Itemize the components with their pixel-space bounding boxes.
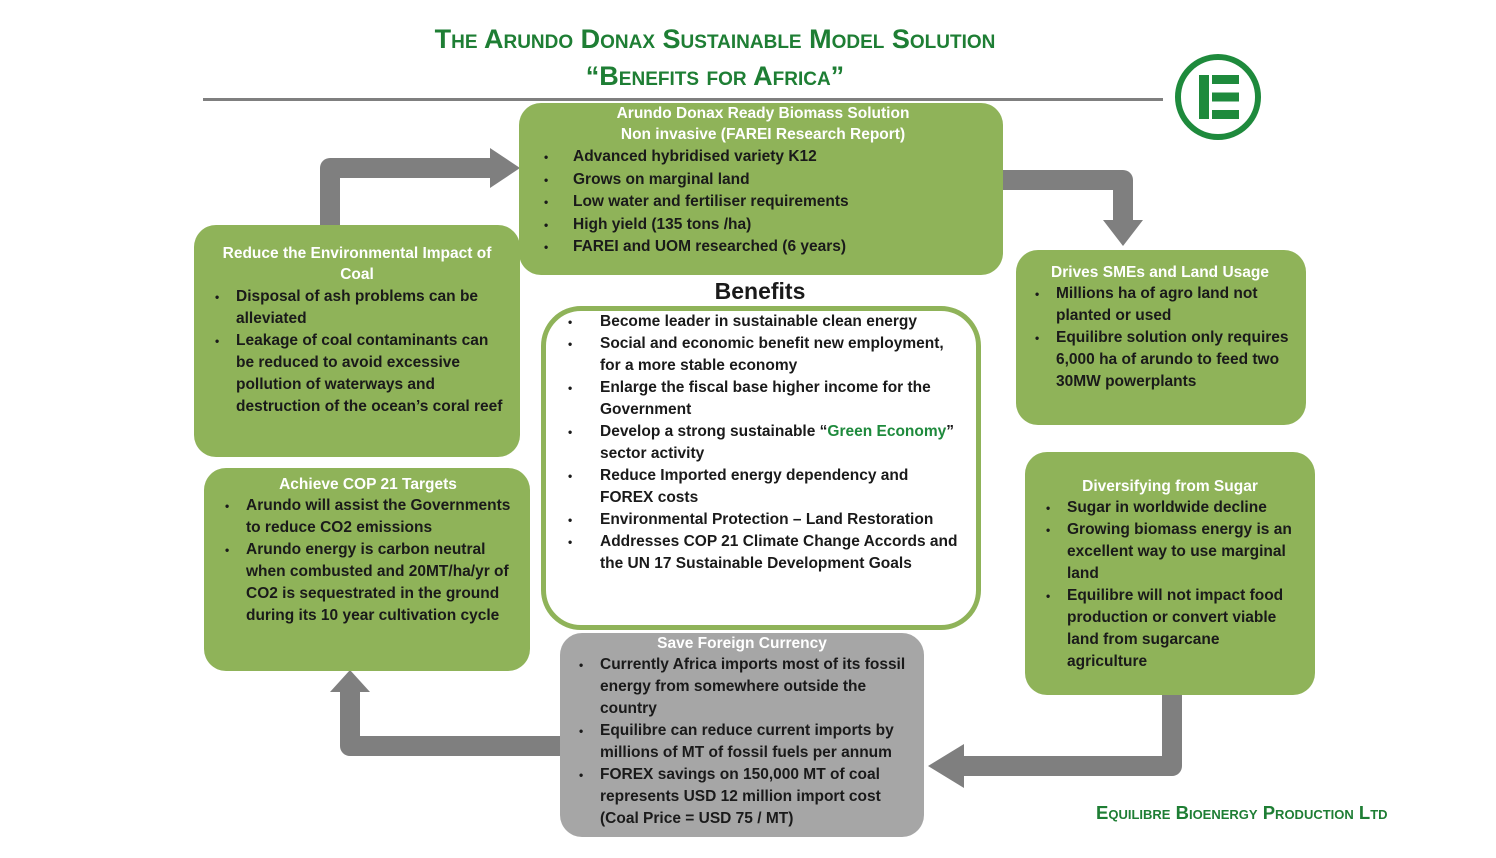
list-item: Disposal of ash problems can be alleviat… [208, 286, 506, 330]
benefits-title: Benefits [714, 278, 806, 304]
box-biomass-title-1: Arundo Donax Ready Biomass Solution [616, 105, 910, 122]
list-item: Advanced hybridised variety K12 [537, 146, 989, 168]
list-item: Equilibre can reduce current imports by … [572, 720, 912, 764]
list-item: Low water and fertiliser requirements [537, 191, 989, 213]
list-item: Arundo energy is carbon neutral when com… [218, 539, 518, 627]
list-item: Grows on marginal land [537, 169, 989, 191]
list-item: Growing biomass energy is an excellent w… [1039, 519, 1301, 585]
list-item: Addresses COP 21 Climate Change Accords … [560, 531, 962, 575]
box-cop21-title: Achieve COP 21 Targets [279, 476, 457, 493]
list-item: Arundo will assist the Governments to re… [218, 495, 518, 539]
arrowhead-bottom [928, 744, 964, 788]
box-diversifying-sugar: Diversifying from Sugar Sugar in worldwi… [1025, 452, 1315, 695]
list-item: FOREX savings on 150,000 MT of coal repr… [572, 764, 912, 830]
arrow-right-to-bottom [962, 695, 1182, 776]
list-item: Equilibre will not impact food productio… [1039, 585, 1301, 673]
arrow-left-to-top [320, 158, 492, 225]
list-item: Leakage of coal contaminants can be redu… [208, 330, 506, 418]
green-economy-highlight: Green Economy [827, 423, 947, 440]
arrowhead-left [330, 670, 370, 692]
list-item: Equilibre solution only requires 6,000 h… [1028, 327, 1292, 393]
list-item: High yield (135 tons /ha) [537, 214, 989, 236]
arrowhead-top [490, 148, 520, 188]
list-item: Enlarge the fiscal base higher income fo… [560, 377, 962, 421]
box-biomass-title-2: Non invasive (FAREI Research Report) [620, 126, 906, 143]
green-economy-suffix: ” sector activity [600, 423, 955, 462]
equilibre-logo-icon [1175, 54, 1261, 140]
list-item: Reduce Imported energy dependency and FO… [560, 465, 962, 509]
box-smes-title: Drives SMEs and Land Usage [1051, 264, 1269, 281]
arrow-top-to-right [1003, 170, 1133, 222]
company-name: Equilibre Bioenergy Production Ltd [1096, 802, 1388, 823]
page-title: The Arundo Donax Sustainable Model Solut… [434, 24, 996, 54]
list-item: Environmental Protection – Land Restorat… [560, 509, 962, 531]
box-benefits: Become leader in sustainable clean energ… [541, 306, 981, 630]
green-economy-prefix: Develop a strong sustainable “ [600, 423, 828, 440]
list-item: FAREI and UOM researched (6 years) [537, 236, 989, 258]
list-item: Currently Africa imports most of its fos… [572, 654, 912, 720]
box-environmental-title: Reduce the Environmental Impact of Coal [222, 245, 492, 283]
box-currency-title: Save Foreign Currency [657, 635, 827, 652]
list-item-green-economy: Develop a strong sustainable “Green Econ… [560, 421, 962, 465]
box-sugar-title: Diversifying from Sugar [1082, 478, 1258, 495]
box-cop21-targets: Achieve COP 21 Targets Arundo will assis… [204, 468, 530, 671]
title-divider [203, 98, 1163, 101]
list-item: Sugar in worldwide decline [1039, 497, 1301, 519]
box-smes-land-usage: Drives SMEs and Land Usage Millions ha o… [1016, 250, 1306, 425]
arrow-bottom-to-left [340, 690, 560, 756]
page-subtitle: “Benefits for Africa” [585, 61, 845, 91]
box-biomass-solution: Arundo Donax Ready Biomass Solution Non … [519, 103, 1003, 275]
arrowhead-right [1103, 220, 1143, 246]
box-environmental-impact: Reduce the Environmental Impact of Coal … [194, 225, 520, 457]
list-item: Millions ha of agro land not planted or … [1028, 283, 1292, 327]
box-save-foreign-currency: Save Foreign Currency Currently Africa i… [560, 633, 924, 837]
list-item: Become leader in sustainable clean energ… [560, 311, 962, 333]
list-item: Social and economic benefit new employme… [560, 333, 962, 377]
